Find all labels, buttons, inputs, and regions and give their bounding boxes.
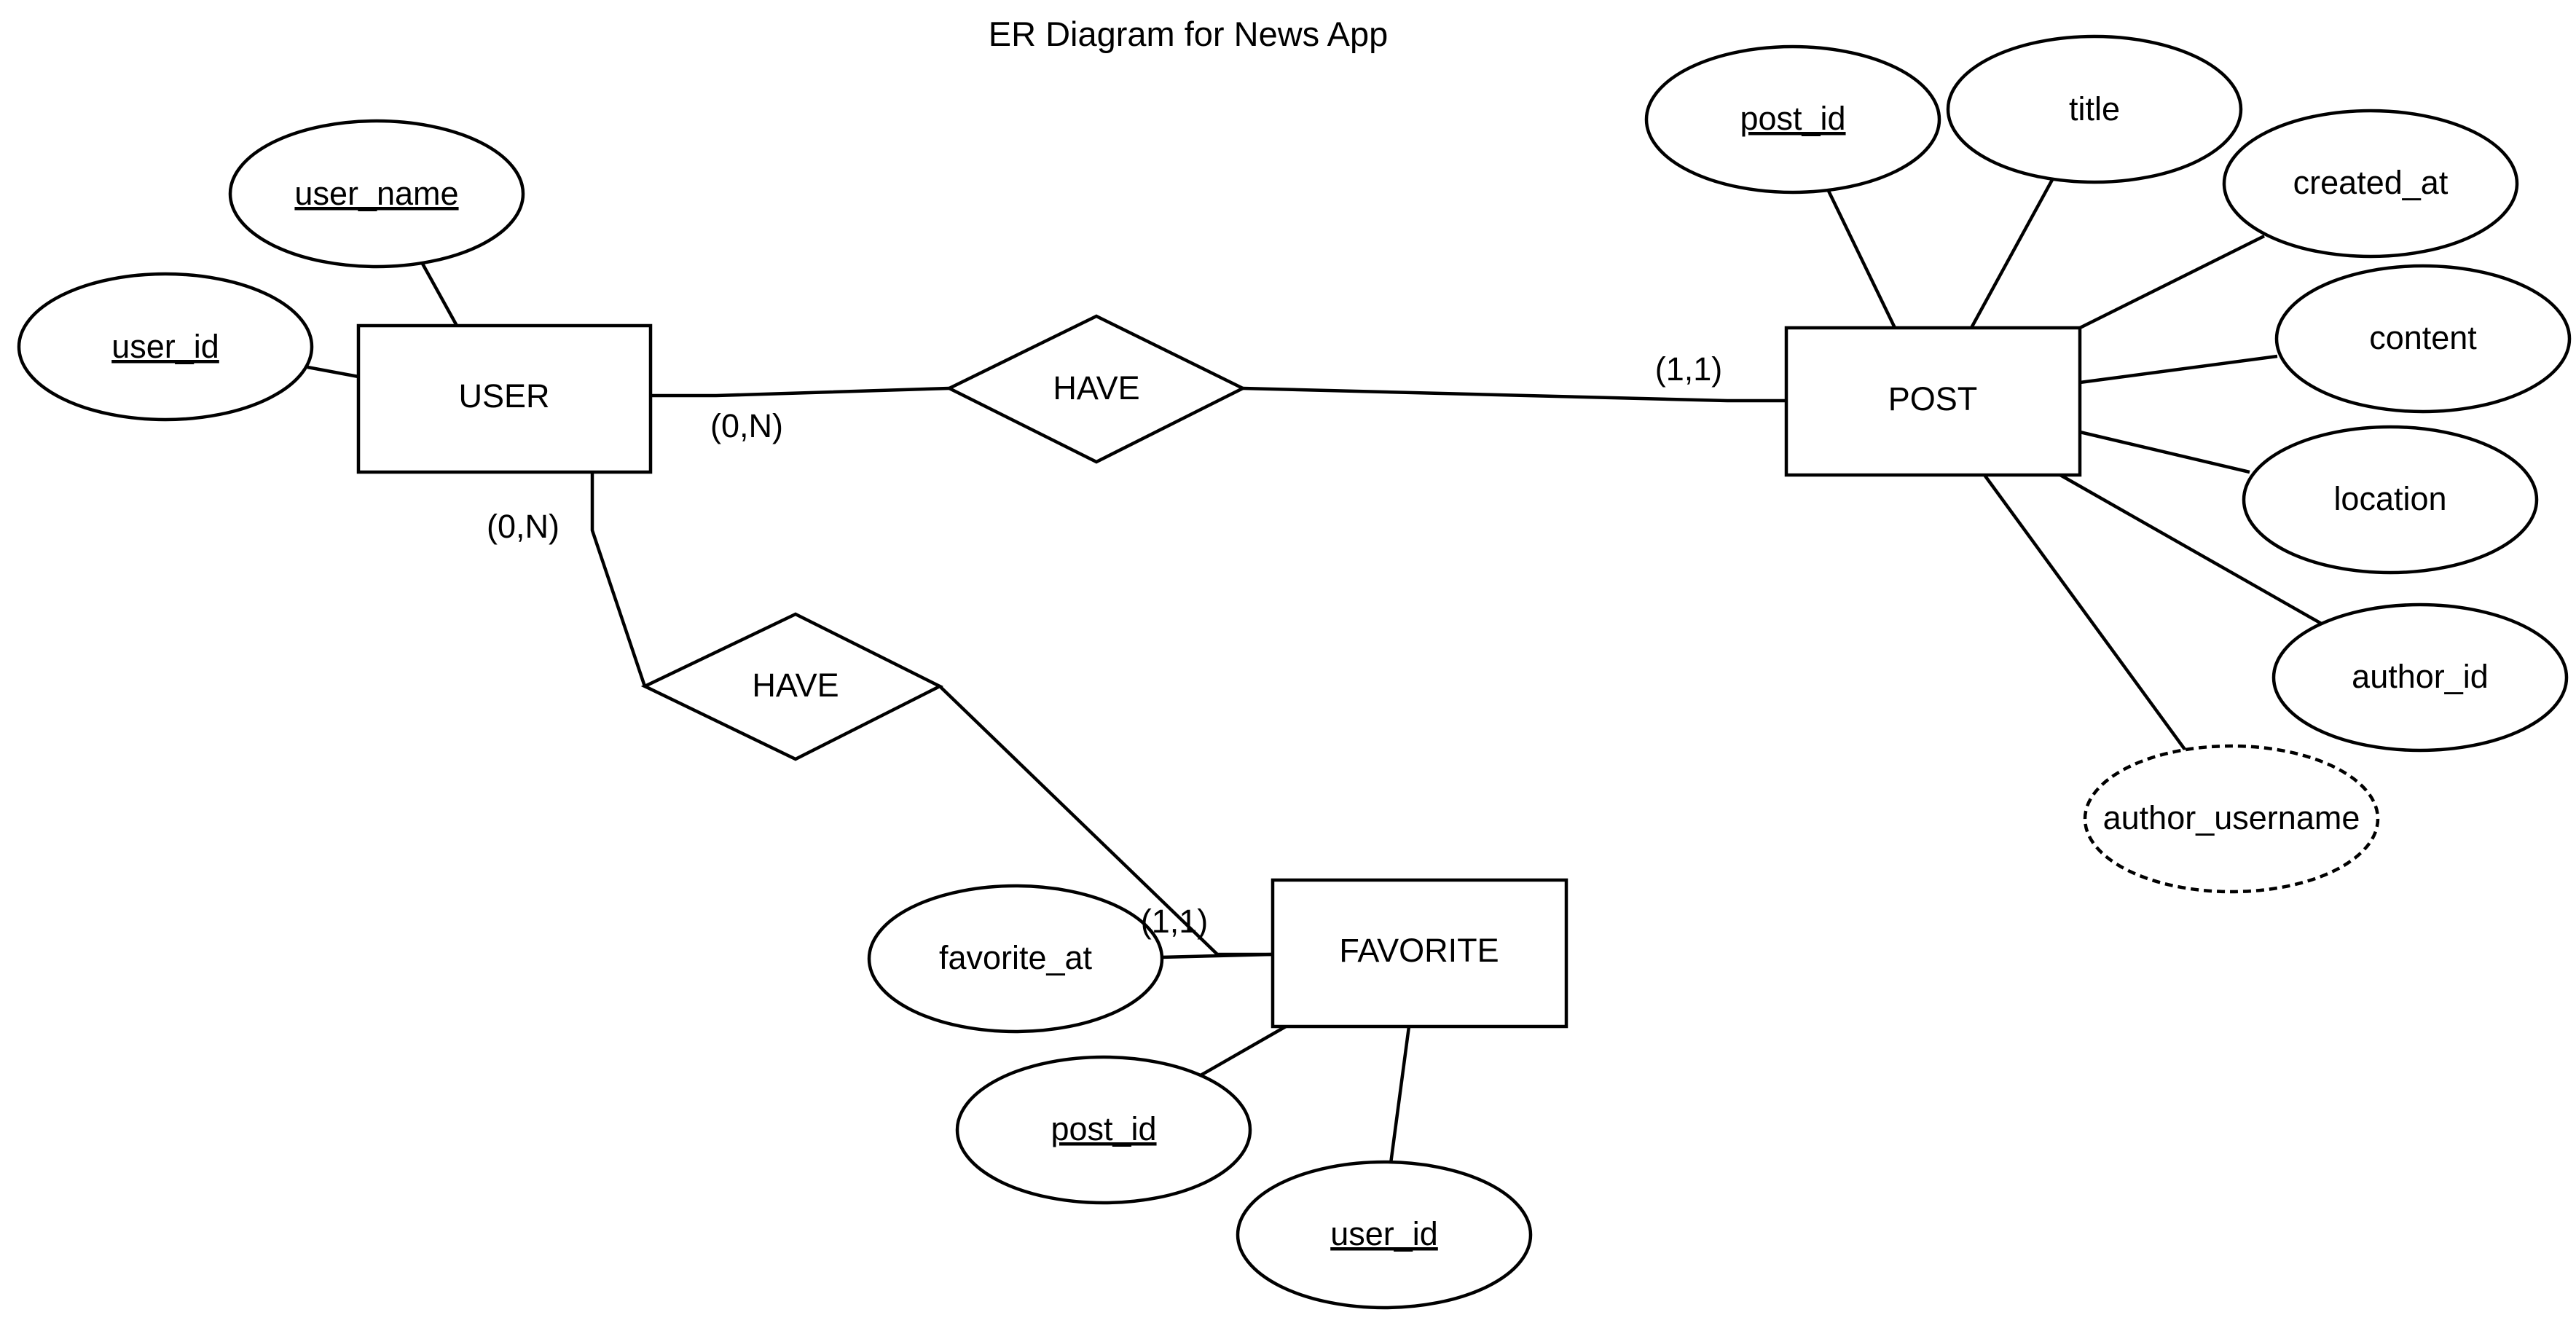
attribute-created-at: created_at <box>2222 109 2519 259</box>
attribute-ellipse <box>2274 264 2572 414</box>
attribute-author-id: author_id <box>2271 602 2569 753</box>
attribute-post-id: post_id <box>1644 44 1941 195</box>
entity-label: POST <box>1888 380 1978 417</box>
attribute-label: user_id <box>1330 1215 1438 1252</box>
author-username-connector <box>1983 474 2187 752</box>
entity-box <box>1271 878 1568 1029</box>
entity-favorite: FAVORITE <box>1271 878 1568 1029</box>
attribute-label: title <box>2069 90 2120 127</box>
cardinality-user-post-user: (0,N) <box>710 407 783 444</box>
user-name-connector <box>421 262 458 327</box>
favorite-post-id-connector <box>1199 1025 1287 1077</box>
attribute-label: created_at <box>2293 164 2449 201</box>
cardinality-user-favorite-favorite: (1,1) <box>1141 903 1209 940</box>
entity-box <box>1784 326 2082 477</box>
favorite-user-id-connector <box>1389 1026 1411 1164</box>
entity-user: USER <box>356 323 653 474</box>
relationship-label: HAVE <box>1053 369 1139 407</box>
attribute-ellipse <box>1946 34 2243 184</box>
attribute-ellipse <box>867 884 1164 1034</box>
diagram-title: ER Diagram for News App <box>989 15 1389 53</box>
user-have-post-link-user <box>651 386 950 398</box>
relationship-user-post: HAVE <box>945 314 1247 464</box>
attribute-label: post_id <box>1740 100 1845 137</box>
attribute-ellipse-derived <box>2083 744 2380 894</box>
entity-post: POST <box>1784 326 2082 477</box>
attribute-content: content <box>2274 264 2572 414</box>
attribute-ellipse <box>955 1055 1252 1205</box>
attribute-title: title <box>1946 34 2243 184</box>
attribute-user-name: user_name <box>228 119 525 269</box>
entity-label: FAVORITE <box>1339 932 1499 969</box>
attribute-favorite-user-id: user_id <box>1236 1160 1533 1310</box>
attribute-label: user_id <box>111 328 219 365</box>
relationship-label: HAVE <box>752 667 839 704</box>
attribute-label: content <box>2369 319 2477 356</box>
post-id-connector <box>1826 189 1897 329</box>
attribute-ellipse <box>1236 1160 1533 1310</box>
attribute-ellipse <box>228 119 525 269</box>
attribute-location: location <box>2242 425 2539 575</box>
title-connector <box>1970 177 2054 329</box>
attribute-label: location <box>2333 480 2446 517</box>
attribute-label: author_id <box>2352 658 2489 695</box>
user-have-favorite-link-user <box>590 472 647 687</box>
created-at-connector <box>2078 234 2266 330</box>
attribute-ellipse <box>1644 44 1941 195</box>
attribute-ellipse <box>2242 425 2539 575</box>
attribute-ellipse <box>17 272 314 422</box>
attribute-label: user_name <box>294 175 458 212</box>
favorite-at-connector <box>1160 952 1273 959</box>
attribute-label: author_username <box>2103 799 2360 836</box>
attribute-label: post_id <box>1051 1110 1156 1147</box>
entity-box <box>356 323 653 474</box>
attribute-favorite-post-id: post_id <box>955 1055 1252 1205</box>
entity-label: USER <box>458 377 549 415</box>
user-id-connector <box>307 365 359 379</box>
cardinality-user-favorite-user: (0,N) <box>487 508 559 545</box>
attribute-ellipse <box>2271 602 2569 753</box>
attribute-favorite-at: favorite_at <box>867 884 1164 1034</box>
user-have-post-link-post <box>1242 386 1786 403</box>
attribute-user-id: user_id <box>17 272 314 422</box>
author-id-connector <box>2059 474 2325 627</box>
attribute-label: favorite_at <box>939 939 1093 976</box>
attribute-author-username: author_username <box>2083 744 2380 894</box>
content-connector <box>2079 354 2278 385</box>
location-connector <box>2079 430 2250 474</box>
relationship-user-favorite: HAVE <box>640 612 944 761</box>
relationship-diamond <box>945 314 1247 464</box>
cardinality-user-post-post: (1,1) <box>1655 350 1723 388</box>
attribute-ellipse <box>2222 109 2519 259</box>
relationship-diamond <box>640 612 944 761</box>
connectors <box>307 177 2325 1164</box>
